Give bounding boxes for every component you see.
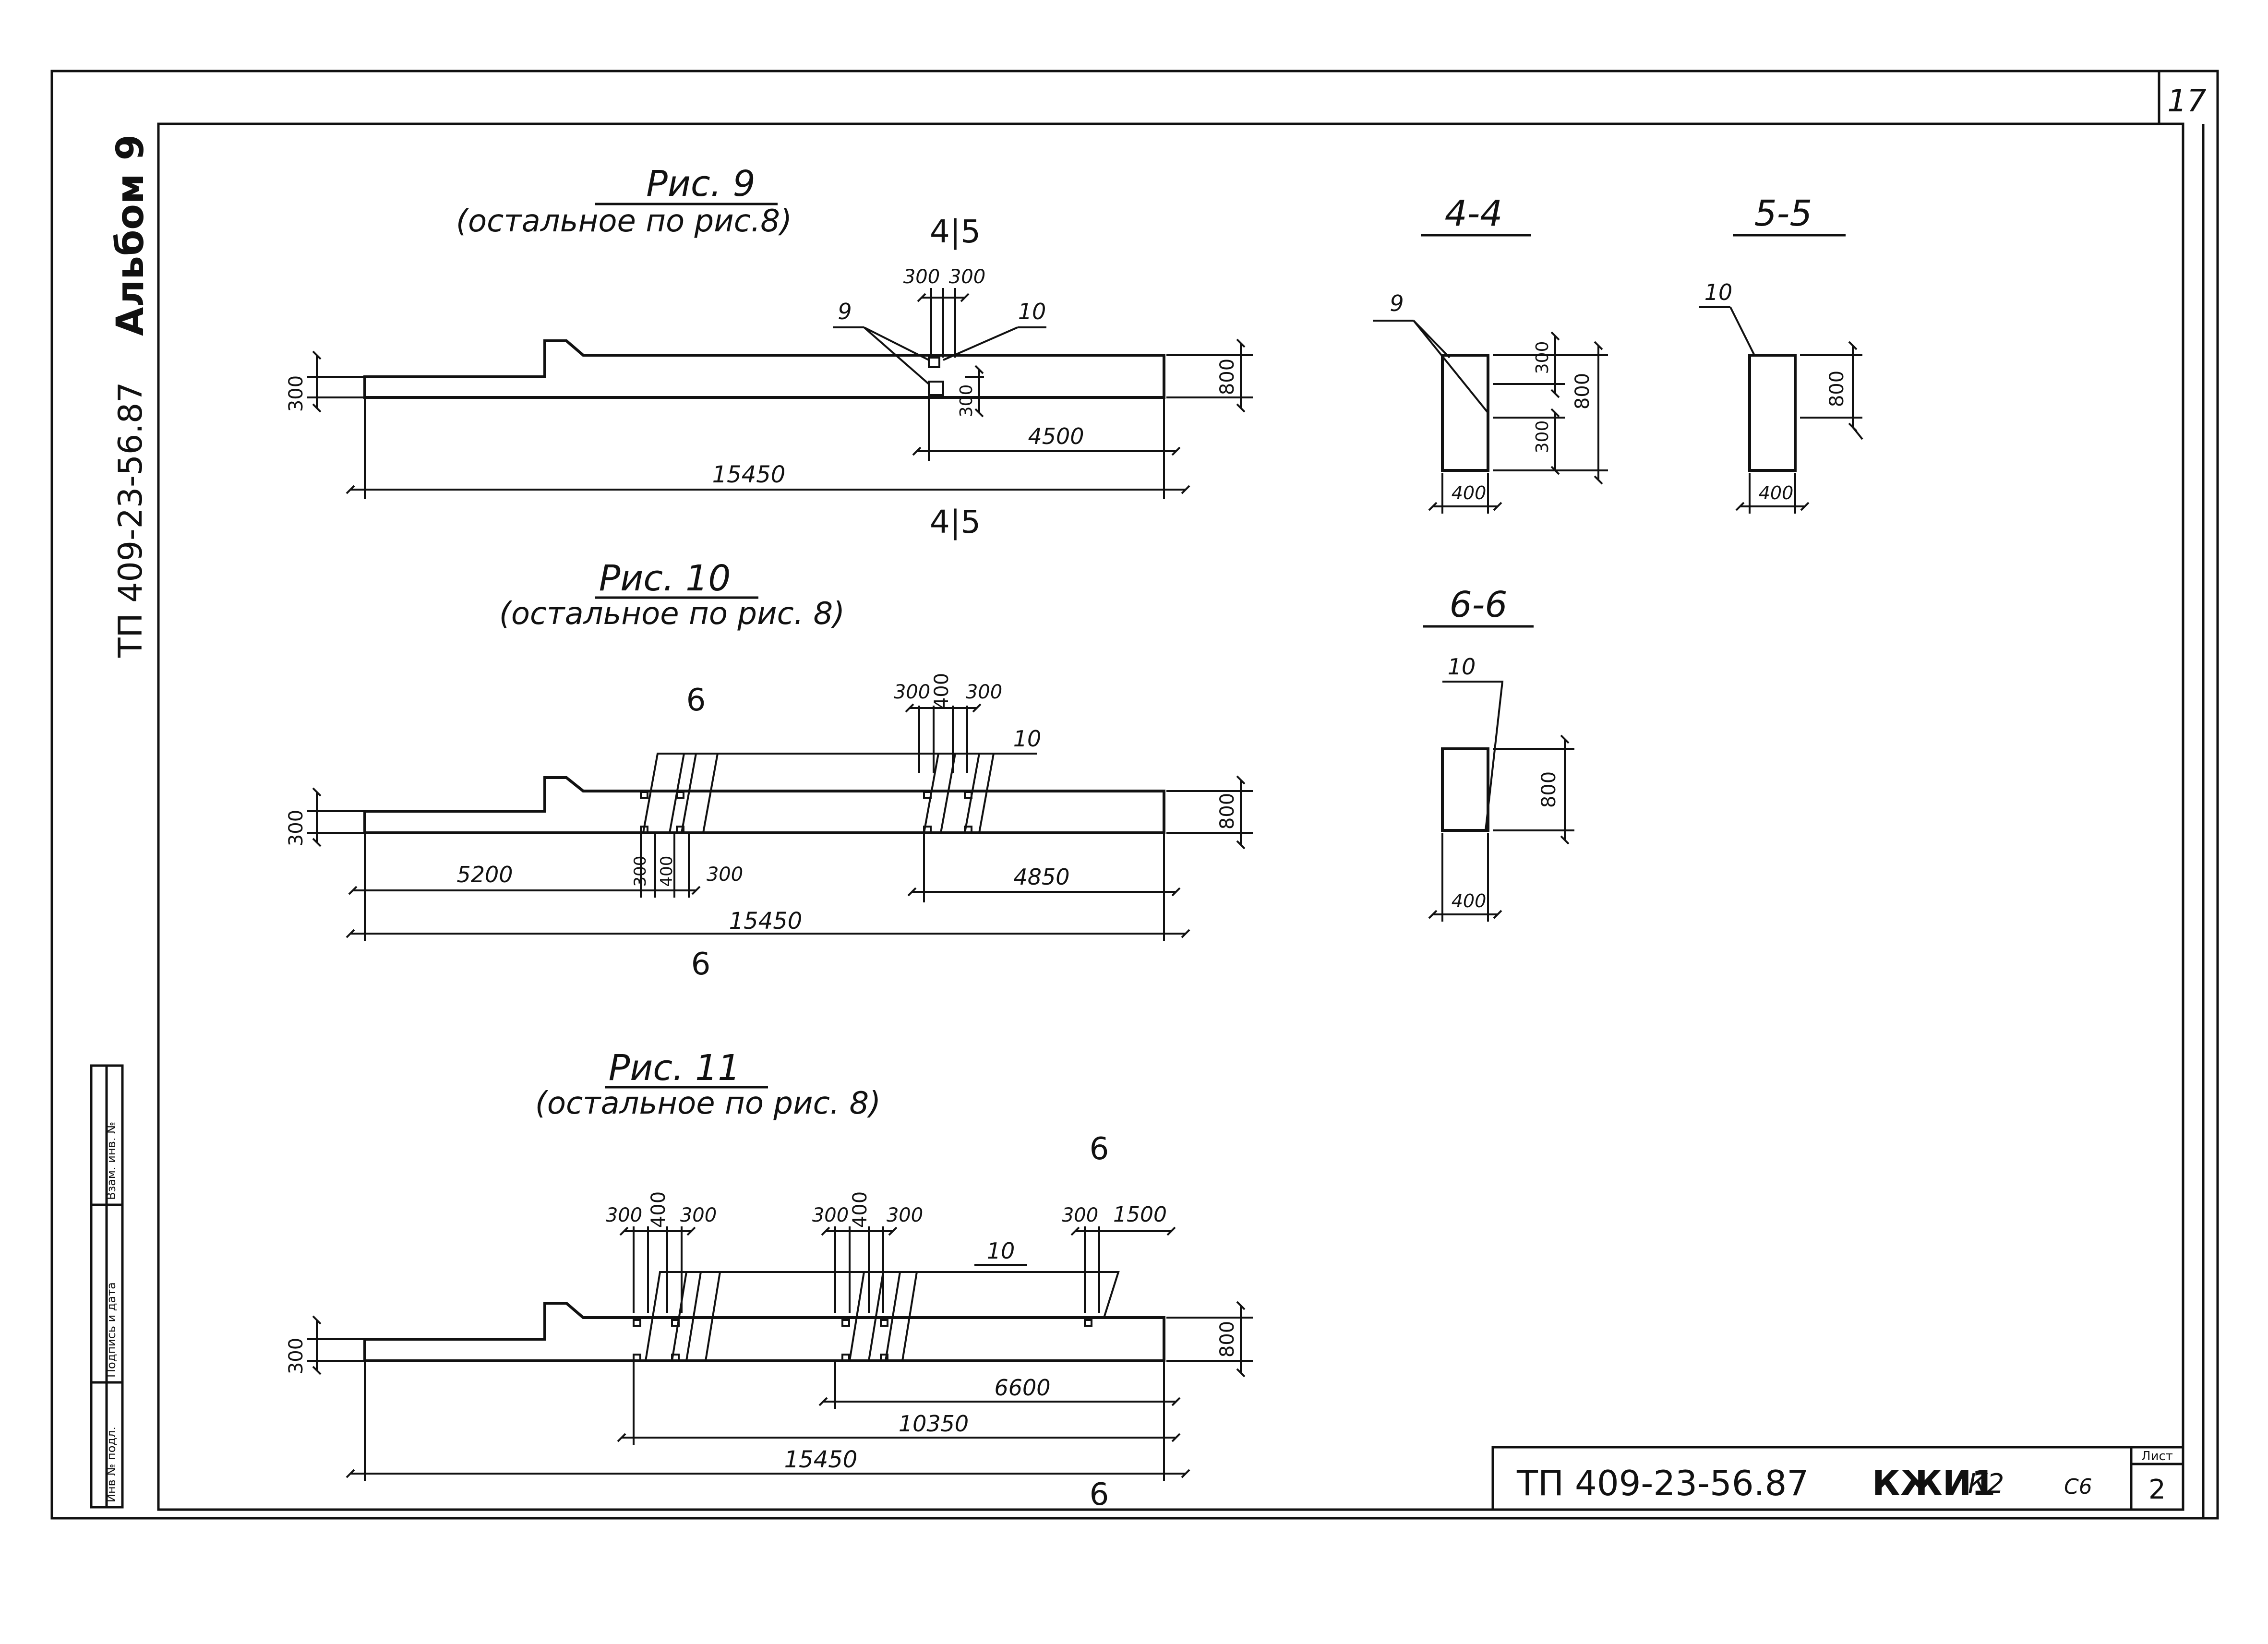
stamp-inv: Инв № подл. (105, 1427, 118, 1502)
fig10-callout: 10 (1013, 726, 1042, 752)
fig10-subtitle: (остальное по рис. 8) (499, 596, 845, 632)
figure-9: Рис. 9 (остальное по рис.8) 4|5 (285, 163, 1253, 540)
fig11-g1-c: 300 (680, 1204, 717, 1226)
fig10-dim-top-c: 300 (966, 681, 1002, 703)
sec66-dim-height: 800 (1538, 771, 1560, 808)
sec66-label: 6-6 (1450, 584, 1508, 625)
fig10-dim-height: 800 (1216, 793, 1238, 829)
fig10-dim-right: 4850 (1013, 864, 1069, 890)
fig11-g2-a: 300 (812, 1204, 849, 1226)
fig11-beam-outline (363, 1302, 1165, 1362)
sec44-label: 4-4 (1445, 193, 1503, 234)
fig10-dim-overall: 15450 (729, 908, 803, 935)
inner-frame (157, 122, 2184, 1511)
sec44-profile (1441, 354, 1489, 472)
sec44-dim-top: 300 (1533, 341, 1552, 374)
fig10-cut-top: 6 (686, 683, 706, 718)
fig11-callout: 10 (987, 1238, 1015, 1264)
title-project-code: ТП 409-23-56.87 (1516, 1463, 1809, 1503)
sec55-profile (1748, 354, 1797, 472)
fig9-cut-bottom: 4|5 (930, 504, 981, 540)
fig11-g2-c: 300 (887, 1204, 923, 1226)
title-mark-suffix: К2 (1968, 1468, 2004, 1500)
fig11-g1-a: 300 (606, 1204, 642, 1226)
fig9-dim-top-a: 300 (903, 266, 940, 288)
fig10-title: Рис. 10 (599, 558, 731, 599)
fig9-dim-step: 300 (285, 375, 307, 412)
fig11-dim-height: 800 (1216, 1321, 1238, 1357)
fig11-cut-top: 6 (1090, 1131, 1109, 1167)
margin-project-code: ТП 409-23-56.87 (112, 382, 150, 658)
sec55-label: 5-5 (1754, 193, 1812, 234)
fig11-g3-a: 300 (1062, 1204, 1098, 1226)
fig9-dim-top-b: 300 (949, 266, 985, 288)
sec44-dim-width: 400 (1452, 482, 1487, 504)
stamp-sign: Подпись и дата (105, 1282, 118, 1378)
fig9-dim-small: 300 (957, 384, 976, 418)
title-sheet-label: Лист (2141, 1449, 2173, 1464)
fig9-dim-right: 4500 (1028, 423, 1084, 449)
fig11-dim-b: 10350 (899, 1411, 969, 1437)
title-mark: КЖИ1 (1872, 1463, 1995, 1503)
fig11-dim-overall: 15450 (784, 1446, 858, 1473)
fig9-cut-top: 4|5 (930, 213, 981, 250)
section-5-5: 5-5 10 800 400 (1699, 193, 1863, 514)
fig11-subtitle: (остальное по рис. 8) (535, 1086, 881, 1121)
fig10-dim-b2: 400 (657, 856, 676, 887)
fig10-dim-b3: 300 (707, 864, 743, 886)
sec66-callout: 10 (1448, 654, 1476, 680)
fig9-title: Рис. 9 (646, 163, 756, 204)
fig11-title: Рис. 11 (609, 1047, 741, 1089)
fig11-dim-step: 300 (285, 1338, 307, 1374)
sheet-number: 17 (2167, 84, 2207, 119)
fig10-cut-bottom: 6 (691, 947, 711, 982)
fig10-dim-top-a: 300 (894, 681, 930, 703)
sec44-dim-height: 800 (1572, 373, 1594, 409)
title-page-ref: С6 (2064, 1475, 2092, 1499)
title-block (1491, 1446, 2184, 1511)
sec44-callout: 9 (1390, 290, 1404, 316)
title-sheet-value: 2 (2148, 1474, 2166, 1505)
fig11-g3-b: 1500 (1113, 1202, 1167, 1227)
figure-10: Рис. 10 (остальное по рис. 8) 6 (285, 558, 1253, 982)
fig10-dim-left: 5200 (456, 862, 513, 888)
figure-11: Рис. 11 (остальное по рис. 8) 6 (285, 1047, 1253, 1512)
sec55-callout: 10 (1704, 279, 1733, 305)
sec55-dim-width: 400 (1759, 482, 1794, 504)
outer-frame (50, 70, 2219, 1520)
fig9-subtitle: (остальное по рис.8) (456, 204, 792, 239)
section-6-6: 6-6 10 800 400 (1423, 584, 1574, 922)
fig11-g1-b: 400 (648, 1191, 670, 1228)
fig10-beam-outline (363, 776, 1165, 834)
fig11-g2-b: 400 (849, 1191, 871, 1228)
fig11-cut-bottom: 6 (1090, 1477, 1109, 1512)
fig10-dim-top-b: 400 (931, 673, 953, 709)
stamp-replace: Взам. инв. № (105, 1122, 118, 1200)
fig9-dim-height: 800 (1216, 359, 1238, 395)
fig9-callout-a: 9 (838, 299, 852, 324)
fig9-beam-outline (363, 339, 1165, 399)
album-label: Альбом 9 (109, 134, 152, 336)
sec55-dim-height: 800 (1826, 371, 1848, 407)
fig10-dim-b1: 300 (631, 856, 650, 887)
section-4-4: 4-4 9 300 300 800 400 (1373, 193, 1608, 514)
fig9-dim-overall: 15450 (712, 461, 786, 488)
fig10-dim-step: 300 (285, 810, 307, 846)
fig9-callout-b: 10 (1018, 299, 1046, 324)
sec66-dim-width: 400 (1452, 890, 1487, 912)
sec44-dim-bottom: 300 (1533, 420, 1552, 454)
fig11-dim-a: 6600 (994, 1375, 1050, 1401)
sec66-profile (1441, 747, 1489, 832)
